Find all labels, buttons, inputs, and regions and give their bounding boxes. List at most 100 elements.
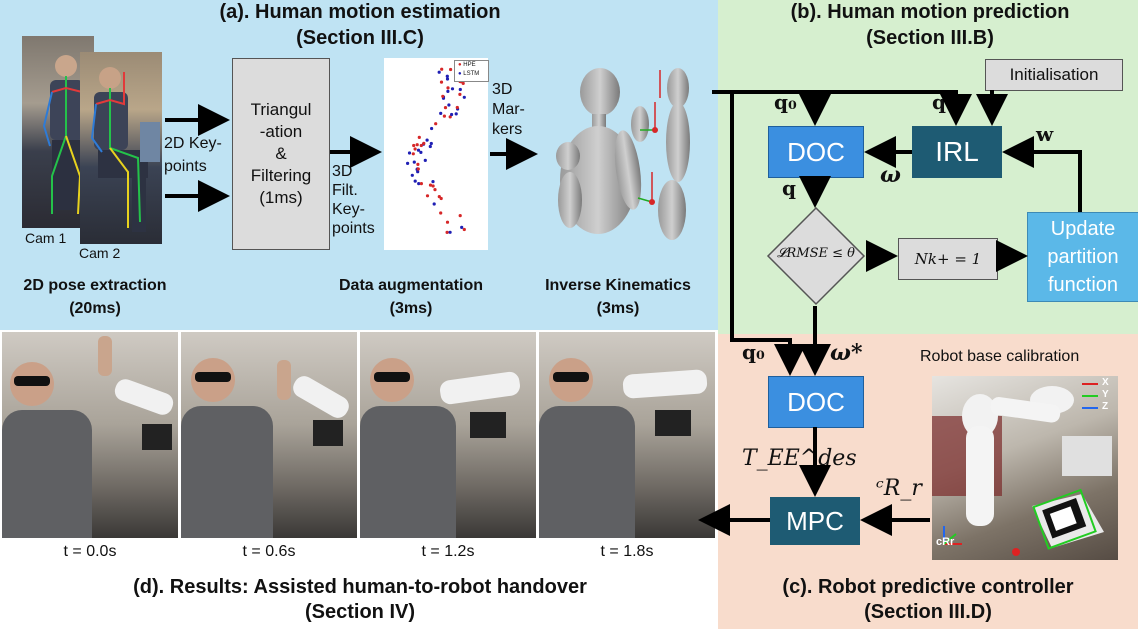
3d-markers-label: 3D Mar- kers <box>492 81 525 138</box>
scatter-marker <box>446 86 450 90</box>
scatter-marker <box>458 87 462 92</box>
scatter-marker <box>417 135 421 139</box>
counter-box: Nk+ = 1 <box>898 238 998 280</box>
scatter-marker <box>446 89 450 93</box>
scatter-marker <box>462 227 466 232</box>
w-label: w <box>1036 122 1054 146</box>
axis-x-label: X <box>1102 377 1109 388</box>
scatter-marker <box>458 92 462 96</box>
q-doc-output-label: q <box>782 176 796 200</box>
robot-base-calibration-label: Robot base calibration <box>920 348 1080 365</box>
cam-2-label: Cam 2 <box>79 245 121 261</box>
initialisation-box: Initialisation <box>985 59 1123 91</box>
c-r-label: ᶜR_r <box>876 476 922 501</box>
camera-frame-label: cRr <box>936 536 955 548</box>
scatter-marker <box>448 230 452 234</box>
result-frame-1 <box>181 332 357 538</box>
scatter-marker <box>442 114 446 118</box>
scatter-marker <box>425 138 429 142</box>
scatter-marker <box>416 167 420 171</box>
scatter-marker <box>422 141 426 145</box>
scatter-marker <box>439 80 444 84</box>
stage-pose-extraction: 2D pose extraction (20ms) <box>23 277 167 317</box>
scatter-marker <box>411 152 415 156</box>
panel-b-subtitle: (Section III.B) <box>866 27 994 49</box>
scatter-marker <box>454 112 458 116</box>
t-ee-des-label: T_EE^des <box>742 446 857 471</box>
scatter-marker <box>437 70 441 74</box>
scatter-marker <box>419 143 423 148</box>
scatter-marker <box>437 195 441 199</box>
frame-time-0: t = 0.0s <box>63 543 117 560</box>
pose-skeleton-1 <box>42 55 85 215</box>
scatter-marker <box>431 180 435 184</box>
scatter-marker <box>448 115 452 119</box>
omega-star-label: ω* <box>830 340 863 366</box>
scatter-markers <box>406 67 466 234</box>
scatter-marker <box>412 160 416 164</box>
scatter-marker <box>428 183 433 187</box>
stage-data-augmentation: Data augmentation (3ms) <box>338 277 483 317</box>
scatter-marker <box>439 211 443 215</box>
pose-skeleton-2 <box>90 67 160 232</box>
scatter-marker <box>416 148 421 152</box>
mannequin-model <box>556 68 690 240</box>
robot-arm-drawing <box>932 383 1112 556</box>
scatter-marker <box>415 143 419 147</box>
scatter-legend: ● HPE ● LSTM <box>454 60 489 82</box>
augmentation-scatter-plot: ● HPE ● LSTM <box>384 58 489 250</box>
scatter-marker <box>445 230 449 234</box>
scatter-marker <box>429 141 433 146</box>
cam-1-label: Cam 1 <box>25 230 67 246</box>
scatter-marker <box>433 188 437 192</box>
panel-c-title: (c). Robot predictive controller <box>782 576 1074 598</box>
panel-c-subtitle: (Section III.D) <box>864 601 992 623</box>
frame-time-2: t = 1.2s <box>421 543 475 560</box>
update-partition-box: Update partition function <box>1027 212 1138 302</box>
scatter-marker <box>410 173 414 177</box>
scatter-marker <box>431 184 435 188</box>
axis-y-label: Y <box>1102 389 1109 400</box>
stage-inverse-kinematics: Inverse Kinematics (3ms) <box>545 277 691 317</box>
result-frame-3 <box>539 332 715 538</box>
scatter-marker <box>407 151 412 155</box>
scatter-marker <box>416 162 420 166</box>
panel-a-subtitle: (Section III.C) <box>296 27 424 49</box>
q0-prediction-label: q₀ <box>774 90 797 114</box>
scatter-marker <box>441 94 445 98</box>
q-irl-label: q <box>932 90 946 114</box>
scatter-marker <box>440 67 444 71</box>
scatter-marker <box>434 122 438 126</box>
scatter-marker <box>406 161 410 165</box>
robot-calibration-image: X Y Z cRr <box>932 376 1118 560</box>
mpc-box: MPC <box>770 497 860 545</box>
scatter-marker <box>423 158 427 162</box>
scatter-marker <box>432 202 436 206</box>
panel-d-title: (d). Results: Assisted human-to-robot ha… <box>133 576 587 598</box>
result-frame-0 <box>2 332 178 538</box>
scatter-marker <box>439 111 443 115</box>
scatter-marker <box>455 105 459 110</box>
irl-box: IRL <box>912 126 1002 178</box>
scatter-marker <box>445 74 449 78</box>
result-frame-2 <box>360 332 536 538</box>
scatter-marker <box>445 77 450 81</box>
panel-b-title: (b). Human motion prediction <box>790 1 1070 23</box>
scatter-marker <box>443 106 448 110</box>
scatter-marker <box>430 126 434 131</box>
scatter-marker <box>450 112 454 117</box>
scatter-marker <box>413 147 417 151</box>
2d-keypoints-label: 2D Key- points <box>164 135 222 175</box>
scatter-marker <box>460 225 464 229</box>
frame-time-3: t = 1.8s <box>600 543 654 560</box>
omega-label: ω <box>880 162 901 188</box>
scatter-marker <box>461 81 465 85</box>
scatter-marker <box>449 67 453 72</box>
q0-controller-label: q₀ <box>742 340 765 364</box>
doc-prediction-box: DOC <box>768 126 864 178</box>
scatter-marker <box>447 103 451 107</box>
doc-controller-box: DOC <box>768 376 864 428</box>
condition-label: 𝓛RMSE ≤ θ <box>777 246 855 261</box>
scatter-marker <box>458 214 462 218</box>
scatter-marker <box>419 182 423 186</box>
